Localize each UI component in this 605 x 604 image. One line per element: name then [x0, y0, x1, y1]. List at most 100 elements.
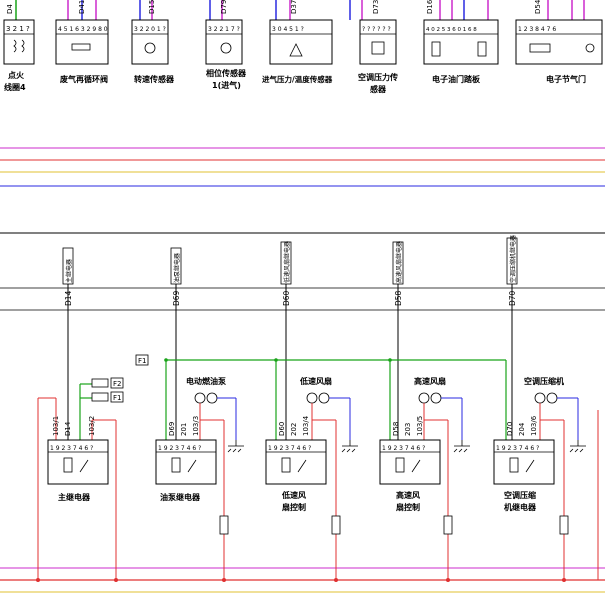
- ac-wire: D73: [372, 0, 380, 14]
- wire-tag-ac: 空调压缩机继电器: [509, 235, 517, 283]
- relay-ac-label-2: 机继电器: [504, 502, 537, 512]
- egr-wire: D41: [78, 0, 86, 14]
- top-wire-stubs: [15, 0, 585, 20]
- ac-label-2: 感器: [370, 84, 387, 94]
- fuse-label-f1: F1: [113, 394, 121, 402]
- high-fan-motor: 高速风扇: [414, 376, 470, 453]
- load-label-low: 低速风扇: [299, 376, 332, 386]
- fuse-label-f2: F2: [113, 380, 121, 388]
- relay-low-fan: 1 9 2 3 7 4 6 ? D60 202 103/4 低速风 扇控制: [265, 415, 327, 512]
- cam-sensor-connector: 3 2 2 1 7 ? D79 相位传感器 1(进气): [205, 0, 247, 90]
- cam-label-1: 相位传感器: [206, 68, 247, 78]
- relay-low-label-2: 扇控制: [282, 502, 306, 512]
- relay-main-label: 主继电器: [58, 492, 91, 502]
- ign-pins: 3 2 1 ?: [6, 25, 30, 33]
- bus-lines-upper: [0, 147, 605, 311]
- relay-ac-w2: 204: [518, 422, 526, 436]
- cam-wire: D79: [220, 0, 228, 14]
- speed-sensor-connector: 3 2 2 0 1 ? D15 转速传感器: [131, 0, 175, 84]
- relay-high-pins: 1 9 2 3 7 4 6 ?: [382, 445, 425, 452]
- relay-pump-pins: 1 9 2 3 7 4 6 ?: [158, 445, 201, 452]
- fuse-label-f1-top: F1: [138, 357, 146, 365]
- relay-high-label-2: 扇控制: [396, 502, 420, 512]
- pedal-pins: 4 0 2 5 3 6 0 1 6 8: [426, 27, 477, 33]
- map-sensor-connector: 3 0 4 5 1 ? D37 进气压力/温度传感器: [262, 0, 333, 84]
- ign-wire: D4: [6, 4, 14, 14]
- relay-low-w3: 103/4: [302, 415, 310, 436]
- wire-label-D70: D70: [508, 290, 517, 306]
- relay-main: 1 9 2 3 7 4 6 ? 103/1 D14 103/2 主继电器: [47, 416, 109, 502]
- throttle-wire: D54: [534, 0, 542, 14]
- wire-tag-pump: 油泵继电器: [173, 253, 181, 283]
- throttle-label: 电子节气门: [546, 74, 586, 84]
- pedal-wire: D16: [426, 0, 434, 14]
- ac-pressure-sensor-connector: ? ? ? ? ? ? D73 空调压力传 感器: [358, 0, 398, 94]
- relay-pump-w3: 103/3: [192, 416, 200, 436]
- map-pins: 3 0 4 5 1 ?: [272, 26, 304, 33]
- bus-lines-lower: [0, 567, 605, 593]
- relay-pump-label: 油泵继电器: [160, 492, 201, 502]
- cam-label-2: 1(进气): [212, 80, 241, 90]
- relay-low-w2: 202: [290, 423, 298, 436]
- map-label: 进气压力/温度传感器: [262, 74, 333, 84]
- relay-ac-w1: D70: [506, 422, 514, 436]
- wire-tag-low: 低速风扇继电器: [283, 241, 291, 283]
- relay-ac-label-1: 空调压缩: [504, 490, 536, 500]
- relay-main-w3: 103/2: [88, 416, 96, 436]
- relay-low-label-1: 低速风: [281, 490, 306, 500]
- relay-ac-pins: 1 9 2 3 7 4 6 ?: [496, 445, 539, 452]
- wire-label-D69: D69: [172, 290, 181, 306]
- pedal-connector: 4 0 2 5 3 6 0 1 6 8 D16 电子油门踏板: [423, 0, 499, 84]
- egr-valve-connector: 4 5 1 6 3 2 9 8 0 D41 废气再循环阀: [55, 0, 109, 84]
- relay-low-pins: 1 9 2 3 7 4 6 ?: [268, 445, 311, 452]
- egr-label: 废气再循环阀: [60, 74, 108, 84]
- pedal-label: 电子油门踏板: [432, 74, 481, 84]
- loads: 电动燃油泵 低速风扇 高速风扇: [186, 376, 586, 453]
- wire-label-D60: D60: [282, 290, 291, 306]
- load-label-pump: 电动燃油泵: [186, 376, 226, 386]
- ac-label-1: 空调压力传: [358, 72, 398, 82]
- relay-high-fan: 1 9 2 3 7 4 6 ? D58 203 103/5 高速风 扇控制: [379, 416, 441, 512]
- relay-main-pins: 1 9 2 3 7 4 6 ?: [50, 445, 93, 452]
- throttle-connector: 1 2 3 8 4 7 6 D54 电子节气门: [515, 0, 603, 84]
- wire-tag-high: 高速风扇继电器: [395, 241, 403, 283]
- relay-pump-w1: D69: [168, 422, 176, 436]
- load-label-ac: 空调压缩机: [524, 376, 564, 386]
- relay-ac: 1 9 2 3 7 4 6 ? D70 204 103/6 空调压缩 机继电器: [493, 415, 555, 512]
- ign-label-1: 点火: [8, 70, 25, 80]
- relay-high-label-1: 高速风: [396, 490, 420, 500]
- relays: 1 9 2 3 7 4 6 ? 103/1 D14 103/2 主继电器 1 9…: [47, 415, 555, 512]
- egr-pins: 4 5 1 6 3 2 9 8 0: [58, 26, 108, 33]
- throttle-pins: 1 2 3 8 4 7 6: [518, 26, 556, 33]
- ecu-wires: 主继电器 油泵继电器 低速风扇继电器 高速风扇继电器 空调压缩机继电器 D14 …: [62, 235, 518, 440]
- relay-high-w2: 203: [404, 423, 412, 436]
- ign-label-2: 线圈4: [4, 82, 26, 92]
- spd-wire: D15: [148, 0, 156, 14]
- fuses: F1 F2 F1: [91, 354, 149, 403]
- ac-pins: ? ? ? ? ? ?: [362, 26, 391, 33]
- relay-high-w3: 103/5: [416, 416, 424, 436]
- relay-main-w2: D14: [64, 421, 72, 436]
- ignition-coil-connector: 3 2 1 ? D4 点火 线圈4: [3, 4, 35, 92]
- relay-pump-w2: 201: [180, 423, 188, 436]
- relay-ac-w3: 103/6: [530, 415, 538, 436]
- fuel-pump-motor: 电动燃油泵: [186, 376, 244, 453]
- relay-high-w1: D58: [392, 422, 400, 436]
- ac-compressor: 空调压缩机: [524, 376, 586, 453]
- relay-main-w1: 103/1: [52, 416, 60, 436]
- load-label-high: 高速风扇: [414, 376, 446, 386]
- spd-label: 转速传感器: [134, 74, 175, 84]
- spd-pins: 3 2 2 0 1 ?: [134, 26, 166, 33]
- relay-low-w1: D60: [278, 422, 286, 436]
- relay-pump: 1 9 2 3 7 4 6 ? D69 201 103/3 油泵继电器: [155, 416, 217, 502]
- top-components: 3 2 1 ? D4 点火 线圈4 4 5 1 6 3 2 9 8 0 D41 …: [3, 0, 603, 94]
- map-wire: D37: [290, 0, 298, 14]
- low-fan-motor: 低速风扇: [299, 376, 358, 453]
- wire-tag-main: 主继电器: [65, 259, 73, 283]
- wire-label-D58: D58: [394, 290, 403, 306]
- wire-label-D14: D14: [64, 290, 73, 306]
- cam-pins: 3 2 2 1 7 ?: [208, 26, 240, 33]
- green-supply: [79, 358, 507, 440]
- red-supply-wires: [36, 397, 599, 582]
